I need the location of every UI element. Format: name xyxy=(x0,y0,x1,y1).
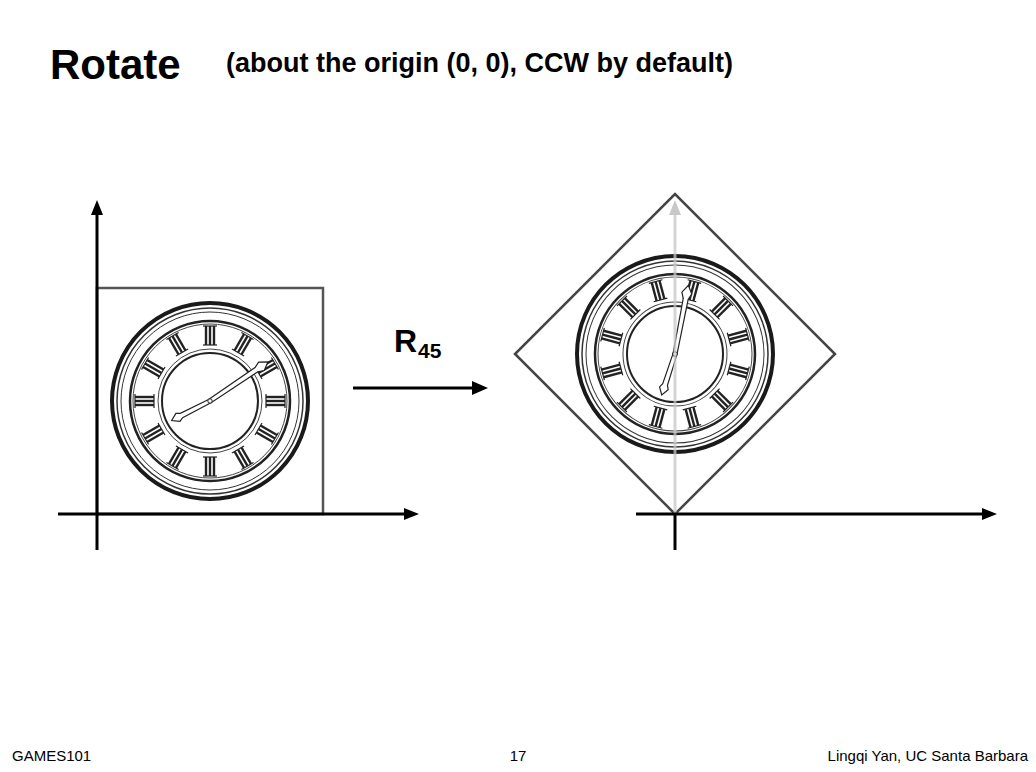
square-frame xyxy=(97,288,323,514)
y-axis-ghost xyxy=(674,212,677,514)
slide-subtitle: (about the origin (0, 0), CCW by default… xyxy=(226,50,733,77)
axis-arrowhead xyxy=(91,200,103,215)
rotation-symbol: R xyxy=(394,325,417,357)
axis-arrowhead xyxy=(404,508,419,520)
rotated-square-frame xyxy=(515,194,835,514)
page-number: 17 xyxy=(510,748,527,763)
axis-arrowhead xyxy=(669,200,681,215)
clock-picture xyxy=(112,303,308,499)
transform-arrowhead xyxy=(472,381,488,395)
y-axis xyxy=(96,212,99,550)
x-axis xyxy=(58,513,406,516)
transform-arrow xyxy=(353,387,474,390)
slide-title: Rotate xyxy=(50,44,181,86)
x-axis xyxy=(636,513,984,516)
rotation-subscript: 45 xyxy=(418,340,441,361)
y-axis xyxy=(674,514,677,550)
footer-course: GAMES101 xyxy=(12,748,91,763)
footer-author: Lingqi Yan, UC Santa Barbara xyxy=(828,748,1028,763)
axis-arrowhead xyxy=(982,508,997,520)
